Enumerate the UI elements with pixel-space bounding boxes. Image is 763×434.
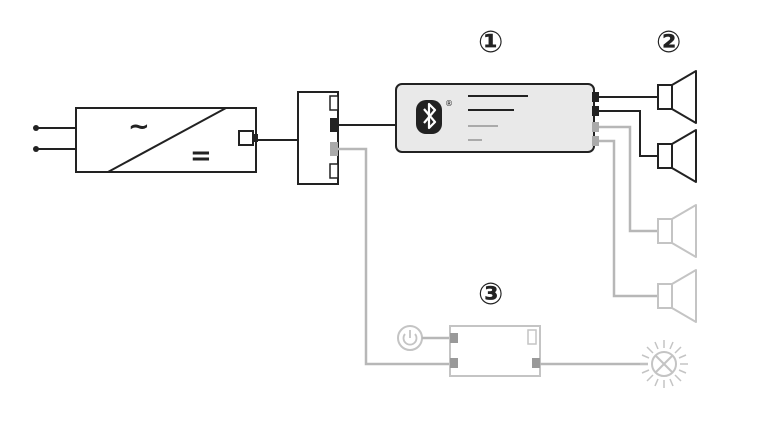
bluetooth-icon bbox=[423, 102, 437, 130]
distributor bbox=[297, 91, 339, 185]
speaker-icon bbox=[657, 204, 697, 258]
mains-input bbox=[33, 125, 76, 152]
speaker-cable-3 bbox=[599, 125, 658, 233]
speaker-cable-2 bbox=[599, 110, 658, 157]
power-button-icon bbox=[397, 325, 423, 351]
bluetooth-module: ® bbox=[395, 83, 599, 153]
switch-cable bbox=[338, 147, 452, 366]
speaker-icon bbox=[657, 269, 697, 323]
speaker-icon bbox=[657, 129, 697, 183]
ac-symbol: ~ bbox=[128, 112, 150, 142]
callout-3: ③ bbox=[478, 277, 503, 312]
led-light-icon bbox=[640, 340, 688, 388]
speaker-cable-4 bbox=[599, 139, 658, 298]
registered-mark: ® bbox=[445, 99, 453, 108]
power-supply: ~ = bbox=[75, 107, 258, 173]
power-output-plug bbox=[238, 130, 254, 146]
callout-1: ① bbox=[478, 25, 503, 60]
callout-2: ② bbox=[656, 25, 681, 60]
switch-controller bbox=[449, 325, 541, 377]
speaker-icon bbox=[657, 70, 697, 124]
dc-symbol: = bbox=[190, 141, 212, 171]
